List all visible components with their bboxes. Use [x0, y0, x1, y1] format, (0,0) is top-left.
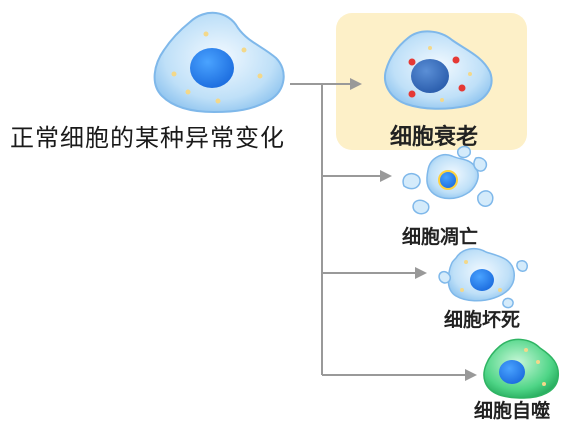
senescent-cell-granules: [428, 46, 472, 102]
normal-cell: [153, 11, 285, 114]
label-apoptosis: 细胞凋亡: [402, 226, 479, 248]
apoptotic-cell: [402, 145, 494, 215]
senescent-cell-nucleus: [411, 59, 449, 93]
arrowhead-senescence: [350, 78, 362, 90]
necrotic-cell-granules: [460, 260, 502, 292]
main-label: 正常细胞的某种异常变化: [10, 124, 285, 152]
apoptotic-cell-nucleus: [438, 170, 458, 190]
necrotic-cell: [438, 247, 529, 309]
arrowhead-apoptosis: [380, 170, 392, 182]
apoptotic-bodies: [402, 145, 494, 215]
necrotic-fragments: [438, 259, 529, 309]
autophagic-cell-granules: [524, 348, 546, 386]
label-necrosis: 细胞坏死: [444, 309, 521, 331]
normal-cell-nucleus: [190, 48, 234, 88]
arrowhead-autophagy: [465, 369, 477, 381]
senescence-markers: [408, 56, 466, 98]
arrowhead-necrosis: [415, 267, 427, 279]
label-senescence: 细胞衰老: [390, 125, 479, 150]
autophagic-cell-nucleus: [499, 360, 525, 384]
autophagic-cell: [483, 338, 560, 399]
arrowheads: [350, 78, 477, 381]
normal-cell-granules: [171, 31, 263, 104]
connector-lines: [290, 83, 465, 376]
necrotic-cell-nucleus: [470, 269, 494, 291]
label-autophagy: 细胞自噬: [474, 400, 551, 422]
senescent-cell: [384, 30, 493, 110]
